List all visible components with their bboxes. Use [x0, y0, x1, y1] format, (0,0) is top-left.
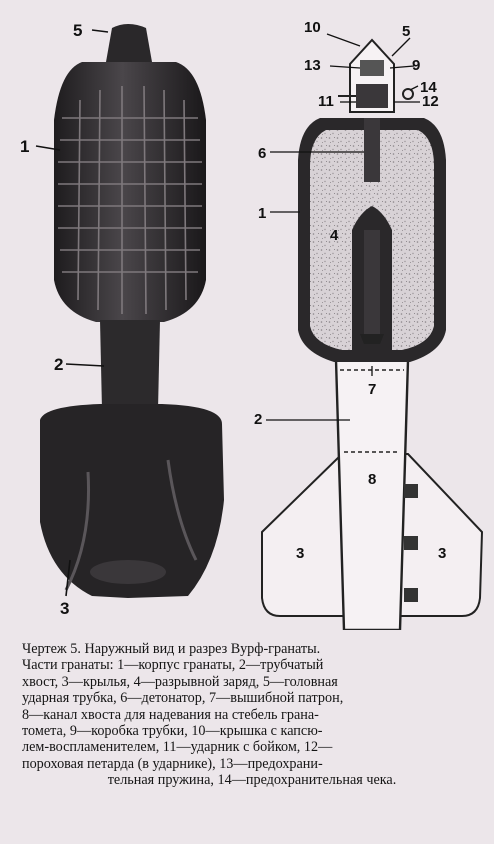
section-label-3-left: 3	[296, 545, 304, 562]
section-label-9: 9	[412, 57, 420, 74]
exterior-label-2: 2	[54, 355, 63, 374]
section-charge	[310, 130, 434, 350]
caption-line-3: хвост, 3—крылья, 4—разрывной заряд, 5—го…	[22, 673, 338, 690]
section-view: 10 5 13 9 14 11 12 6 1 4 7 2 8 3 3	[254, 19, 484, 630]
section-label-12: 12	[422, 93, 439, 110]
caption-line-7: лем-воспламенителем, 11—ударник с бойком…	[22, 739, 333, 756]
section-label-10: 10	[304, 19, 321, 36]
exterior-wings	[40, 404, 224, 598]
caption-line-6: томета, 9—коробка трубки, 10—крышка с ка…	[22, 723, 323, 740]
caption-line-4: ударная трубка, 6—детонатор, 7—вышибной …	[22, 690, 344, 707]
figure-caption: Чертеж 5. Наружный вид и разрез Вурф-гра…	[22, 641, 482, 789]
section-label-4: 4	[330, 227, 339, 244]
section-label-14: 14	[420, 79, 437, 96]
section-label-11: 11	[318, 93, 334, 110]
caption-line-1: Чертеж 5. Наружный вид и разрез Вурф-гра…	[22, 641, 321, 657]
exterior-tail-tube	[100, 320, 160, 410]
exterior-head-fuze	[106, 24, 152, 62]
exterior-label-1: 1	[20, 137, 29, 156]
caption-line-8: пороховая петарда (в ударнике), 13—предо…	[22, 755, 323, 772]
fragmentation-grid	[58, 85, 202, 315]
section-label-13: 13	[304, 57, 321, 74]
exterior-label-5: 5	[73, 21, 82, 40]
caption-line-5: 8—канал хвоста для надевания на стебель …	[22, 706, 319, 723]
section-detonator	[364, 118, 380, 182]
exterior-label-3: 3	[60, 599, 69, 618]
grenade-illustration: 5 1 2 3	[20, 19, 484, 630]
section-label-5: 5	[402, 23, 410, 40]
caption-line-9: тельная пружина, 14—предохранительная че…	[107, 772, 397, 789]
exterior-body	[54, 62, 206, 322]
caption-line-2: Части гранаты: 1—корпус гранаты, 2—трубч…	[22, 657, 324, 674]
section-label-2: 2	[254, 411, 262, 428]
exterior-view: 5 1 2 3	[20, 21, 224, 618]
section-tail-tube	[334, 359, 410, 630]
section-label-7: 7	[368, 381, 376, 398]
section-cartridge	[364, 230, 380, 334]
section-label-1: 1	[258, 205, 266, 222]
section-label-6: 6	[258, 145, 266, 162]
section-label-8: 8	[368, 471, 376, 488]
section-label-3-right: 3	[438, 545, 446, 562]
